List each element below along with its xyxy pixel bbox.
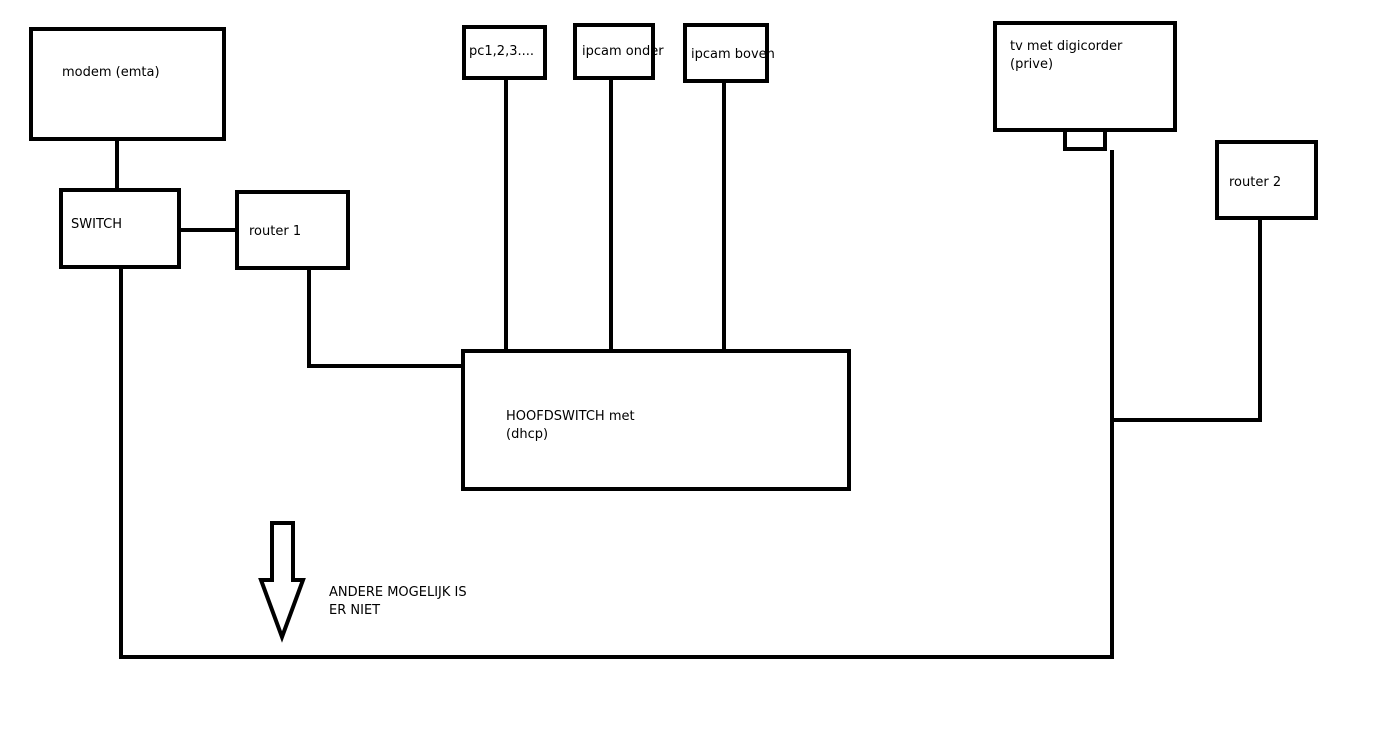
annotation-line2: ER NIET	[329, 603, 380, 618]
tv-label-line2: (prive)	[1010, 57, 1053, 72]
ipcam-boven-label: ipcam boven	[691, 47, 775, 62]
wire-router2-tv-line	[1112, 218, 1262, 422]
annotation-line1: ANDERE MOGELIJK IS	[329, 585, 467, 600]
down-arrow-icon	[258, 521, 306, 643]
router2-box	[1215, 140, 1318, 220]
wire-router1-hoofdswitch	[307, 268, 463, 368]
modem-box	[29, 27, 226, 141]
router1-label: router 1	[249, 224, 301, 239]
ipcam-boven-box	[683, 23, 769, 83]
tv-node: tv met digicorder (prive)	[993, 21, 1177, 151]
modem-node: modem (emta)	[29, 27, 226, 141]
wire-switch-loop-tv	[119, 150, 1114, 659]
tv-box	[993, 21, 1177, 132]
switch-box	[59, 188, 181, 269]
modem-label: modem (emta)	[62, 65, 160, 80]
hoofdswitch-label-line2: (dhcp)	[506, 427, 548, 442]
ipcam-onder-box	[573, 23, 655, 80]
router2-label: router 2	[1229, 175, 1281, 190]
tv-port	[1063, 128, 1107, 151]
tv-label-line1: tv met digicorder	[1010, 39, 1123, 54]
annotation-group: ANDERE MOGELIJK IS ER NIET	[258, 521, 467, 643]
router1-node: router 1	[235, 190, 350, 270]
connections	[115, 79, 1262, 659]
hoofdswitch-box	[461, 349, 851, 491]
ipcam-onder-label: ipcam onder	[582, 44, 664, 59]
switch-label: SWITCH	[71, 217, 122, 232]
hoofdswitch-node: HOOFDSWITCH met (dhcp)	[461, 349, 851, 491]
switch-node: SWITCH	[59, 188, 181, 269]
pc-label: pc1,2,3....	[469, 44, 534, 59]
router1-box	[235, 190, 350, 270]
router2-node: router 2	[1215, 140, 1318, 220]
hoofdswitch-label-line1: HOOFDSWITCH met	[506, 409, 635, 424]
ipcam-onder-node: ipcam onder	[573, 23, 664, 80]
pc-box	[462, 25, 547, 80]
pc-node: pc1,2,3....	[462, 25, 547, 80]
ipcam-boven-node: ipcam boven	[683, 23, 775, 83]
